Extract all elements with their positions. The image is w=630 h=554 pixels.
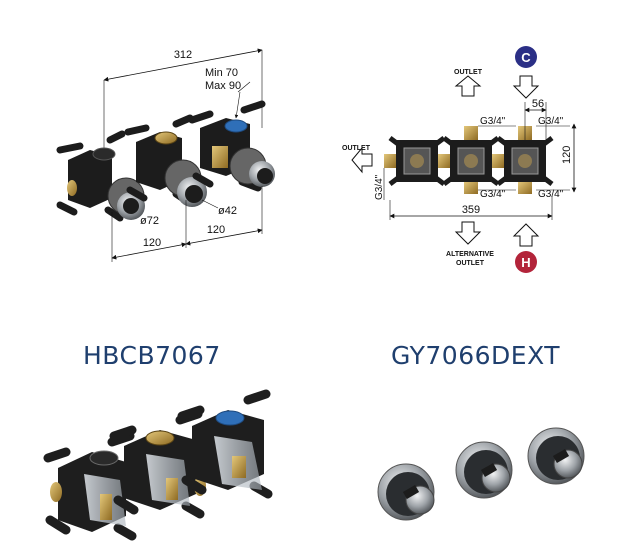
schematic-body-1 [388, 136, 446, 186]
thread-label-top-1: G3/4" [480, 116, 506, 127]
outlet-top-label: OUTLET [454, 69, 483, 76]
hot-inlet-arrow-icon [512, 223, 540, 247]
alt-outlet-label-2: OUTLET [456, 260, 485, 267]
alt-outlet-arrow-icon [454, 221, 482, 245]
dim-56-label: 56 [532, 98, 544, 110]
pitch-2-label: 120 [207, 224, 225, 236]
outlet-left-arrow-icon [351, 146, 373, 174]
valve-body-3 [188, 100, 275, 192]
cold-badge-label: C [521, 50, 531, 65]
alt-outlet-label-1: ALTERNATIVE [446, 251, 494, 258]
dim-120-label: 120 [561, 146, 573, 164]
depth-min-label: Min 70 [205, 67, 238, 79]
hot-badge-label: H [521, 255, 530, 270]
schematic-body-3 [496, 136, 554, 186]
dia-72-label: ø72 [140, 215, 159, 227]
thread-label-top-2: G3/4" [538, 116, 564, 127]
trim-knob-1 [377, 463, 435, 521]
valve-body-1 [56, 130, 145, 222]
thread-label-bottom-2: G3/4" [538, 189, 564, 200]
thread-label-bottom-1: G3/4" [480, 189, 506, 200]
pitch-1-label: 120 [143, 237, 161, 249]
cold-badge [515, 46, 537, 68]
cold-inlet-arrow-icon [512, 75, 540, 99]
trim-kit-render [377, 427, 585, 521]
dim-359-label: 359 [462, 204, 480, 216]
schematic-body-2 [442, 136, 500, 186]
right-schematic-drawing: C OUTLET OUTLET [342, 46, 577, 273]
thread-label-side: G3/4" [374, 174, 385, 200]
dim-312-label: 312 [174, 49, 192, 61]
product-code-left: HBCB7067 [83, 341, 221, 370]
outlet-top-arrow-icon [454, 75, 482, 97]
product-code-right: GY7066DEXT [391, 341, 561, 370]
valve-bodies-render [43, 389, 273, 541]
dia-42-label: ø42 [218, 205, 237, 217]
trim-knob-2 [455, 441, 513, 499]
trim-knob-3 [527, 427, 585, 485]
hot-badge [515, 251, 537, 273]
left-dimension-drawing: 312 Min 70 Max 90 [56, 48, 275, 262]
depth-max-label: Max 90 [205, 80, 241, 92]
outlet-left-label: OUTLET [342, 145, 371, 152]
valve-body-2 [124, 114, 207, 207]
